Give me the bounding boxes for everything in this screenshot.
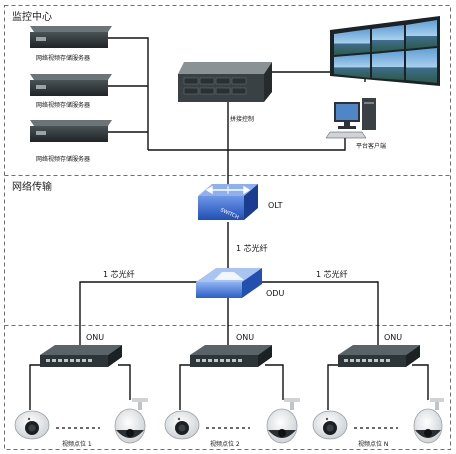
odu-left-fiber: [79, 281, 200, 345]
server-link-1: [108, 37, 149, 150]
trunk-fiber-label: 1 芯光纤: [236, 243, 268, 253]
onu-1-label: ONU: [86, 333, 104, 342]
site-3-point-label: 视频点位 N: [358, 440, 388, 448]
client-link: [228, 138, 346, 151]
onu2-cam-left: [179, 364, 195, 410]
storage-server-label-3: 网络视频存储服务器: [36, 155, 90, 163]
connection-lines: [29, 37, 429, 410]
onu2-cam-right: [265, 364, 284, 400]
onu3-cam-right: [412, 364, 429, 400]
left-fiber-label: 1 芯光纤: [103, 269, 135, 279]
storage-server-1: 网络视频存储服务器: [30, 26, 112, 62]
speed-dome-camera-2: [266, 398, 300, 444]
onu-2-label: ONU: [236, 333, 254, 342]
onu-3: ONU: [338, 333, 420, 367]
storage-server-label-1: 网络视频存储服务器: [36, 54, 90, 62]
zone-label-monitor-center: 监控中心: [12, 10, 52, 23]
splice-controller: 拼接控制: [178, 62, 272, 123]
zone-label-network-transmission: 网络传输: [12, 180, 52, 193]
platform-client-pc: 平台客户端: [325, 98, 386, 150]
dome-camera-1: [14, 410, 50, 440]
odu-right-fiber: [258, 281, 379, 345]
onu-3-label: ONU: [384, 333, 402, 342]
onu1-cam-right: [118, 364, 131, 400]
splice-control-label: 拼接控制: [230, 115, 254, 123]
storage-server-2: 网络视频存储服务器: [30, 74, 112, 109]
onu-1: ONU: [40, 333, 122, 367]
site-1-point-label: 视频点位 1: [62, 440, 92, 448]
zone-borders: [4, 5, 451, 450]
onu-2: ONU: [190, 333, 272, 367]
olt-switch: SWITCH OLT: [198, 184, 283, 221]
dome-camera-2: [164, 410, 200, 440]
storage-server-label-2: 网络视频存储服务器: [36, 101, 90, 109]
speed-dome-camera-3: [413, 398, 444, 444]
video-wall: [330, 16, 440, 86]
right-fiber-label: 1 芯光纤: [316, 269, 348, 279]
onu3-cam-left: [327, 364, 343, 410]
onu1-cam-left: [29, 364, 45, 410]
site-2-point-label: 视频点位 2: [210, 440, 240, 448]
odu-device: ODU: [196, 268, 284, 298]
odu-label: ODU: [266, 289, 284, 298]
storage-server-3: 网络视频存储服务器: [30, 120, 112, 163]
olt-label: OLT: [268, 201, 283, 210]
dome-camera-3: [312, 410, 348, 440]
speed-dome-camera-1: [114, 398, 148, 444]
platform-client-label: 平台客户端: [356, 142, 386, 150]
outer-border: [4, 5, 451, 450]
